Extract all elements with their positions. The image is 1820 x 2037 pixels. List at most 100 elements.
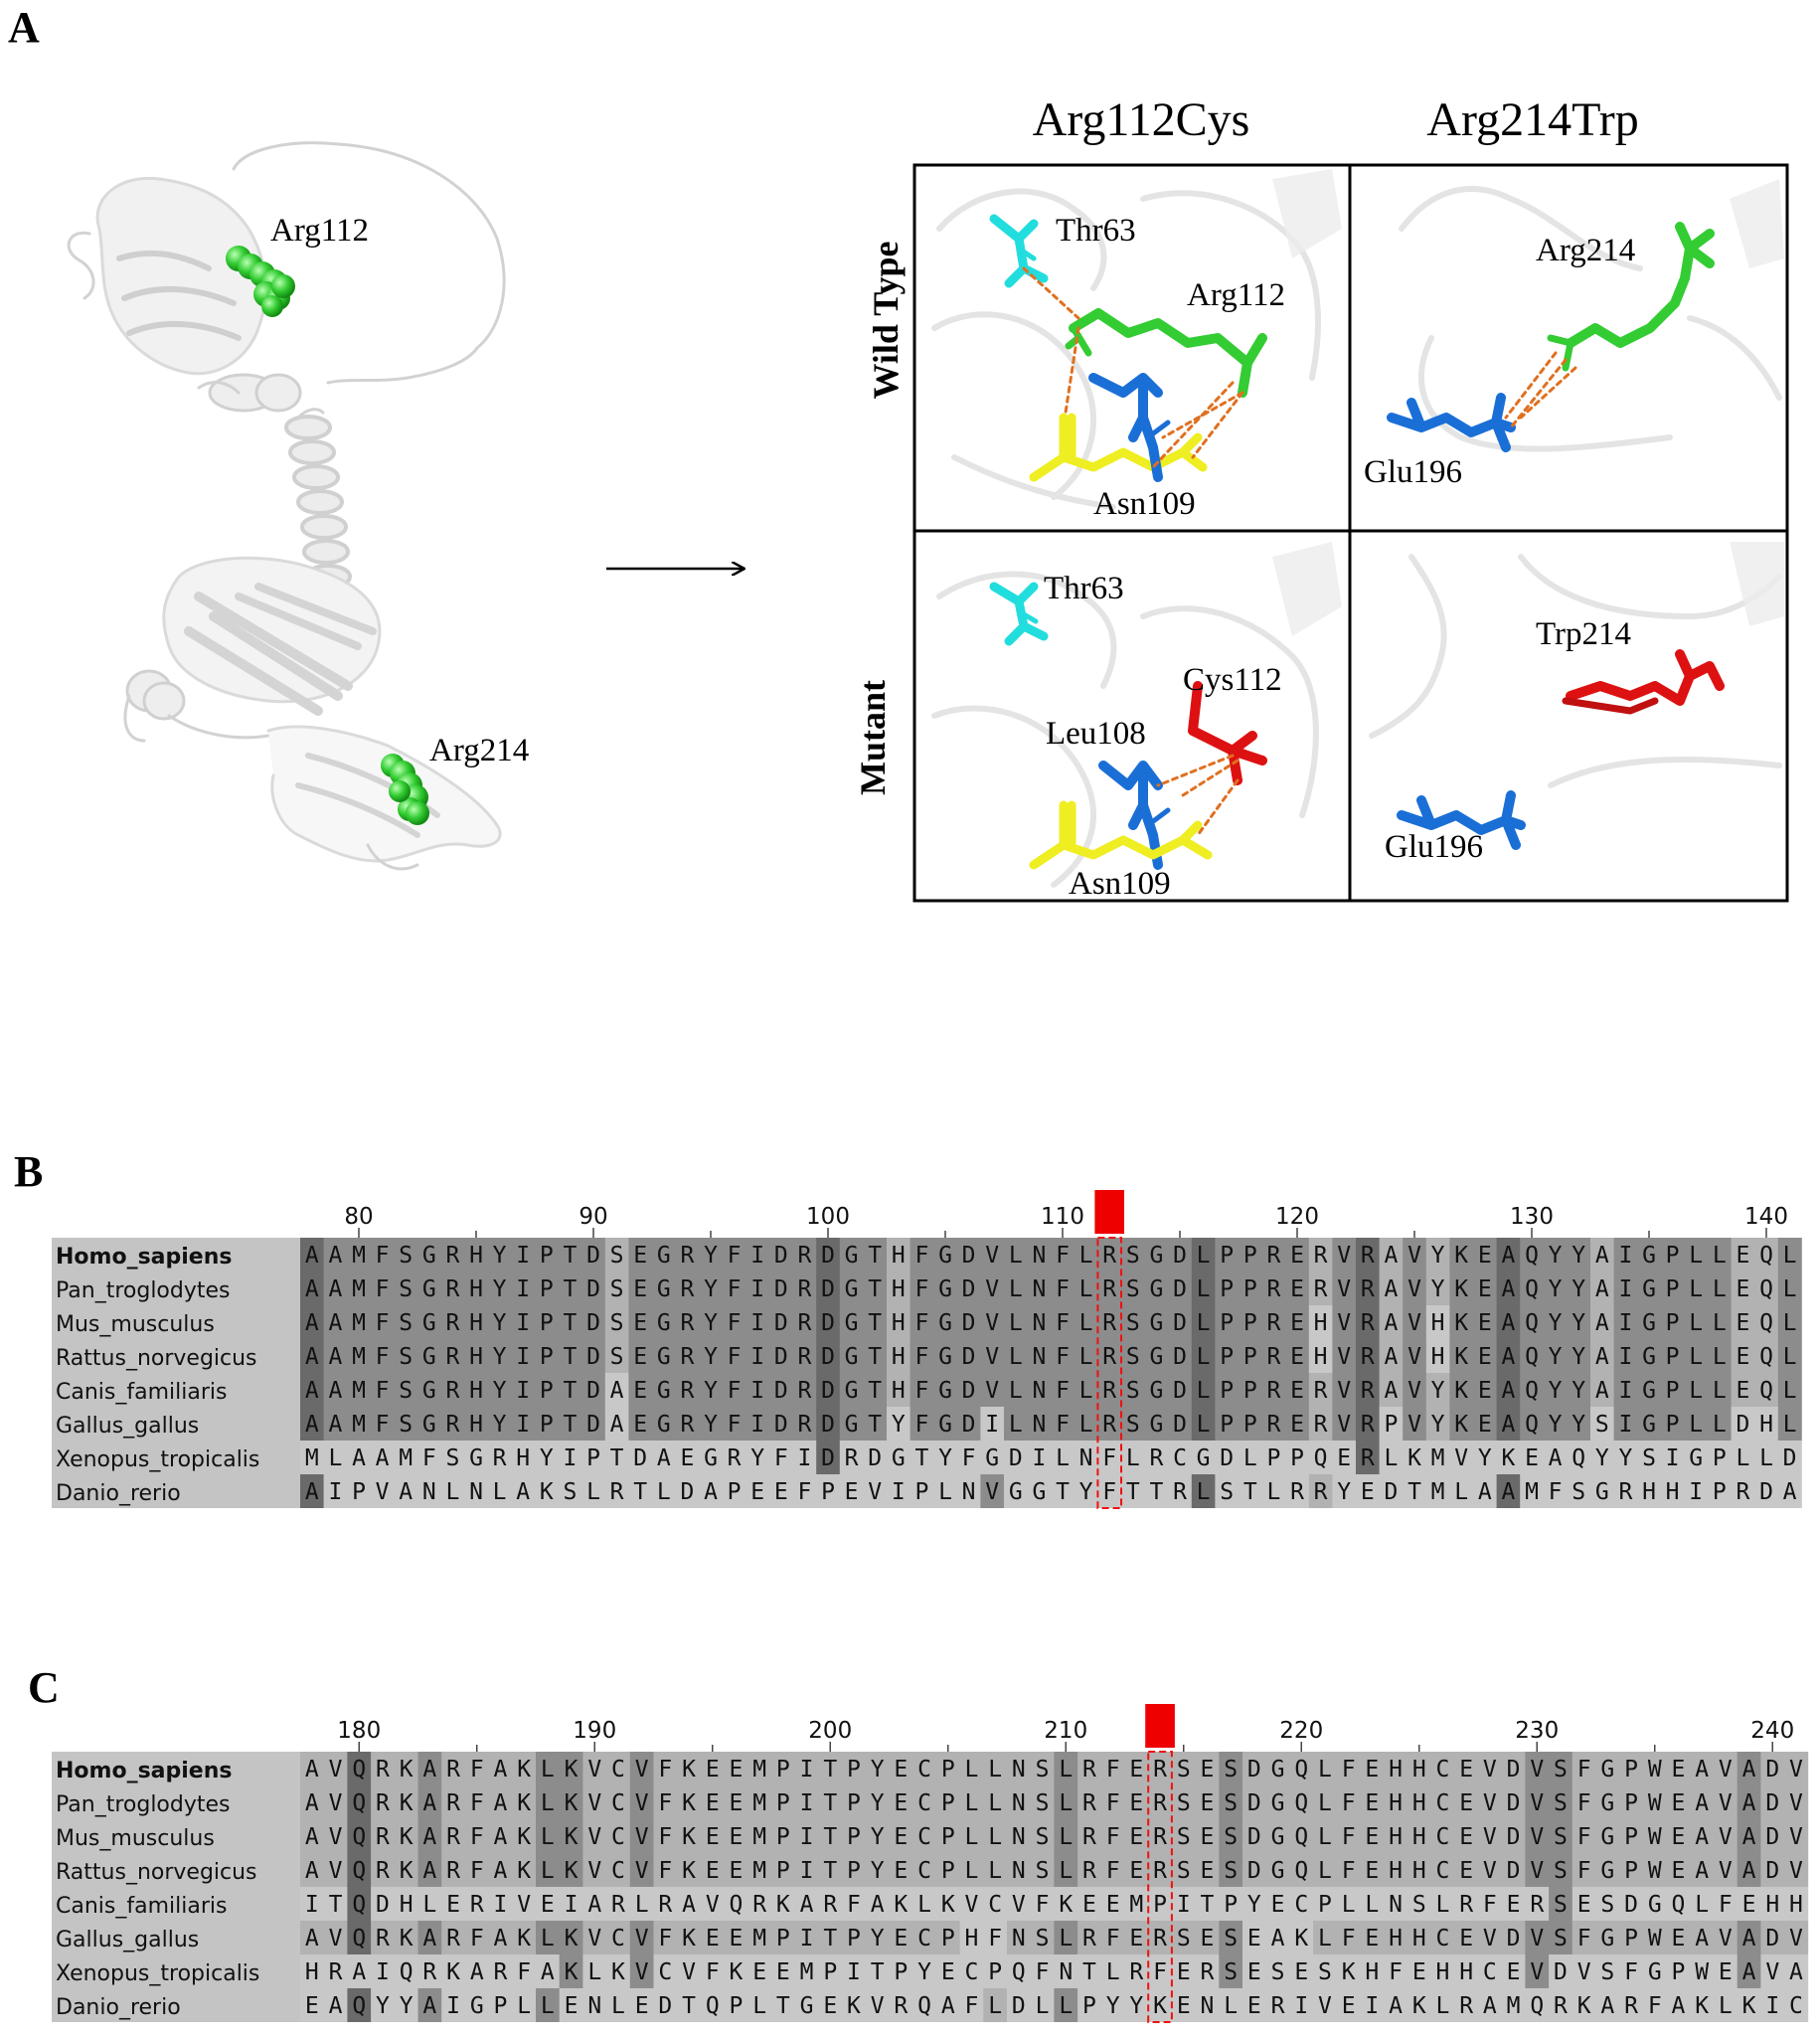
- residue-letter: R: [1266, 1412, 1280, 1438]
- residue-cell: [1501, 1752, 1526, 1785]
- residue-letter: S: [1126, 1378, 1140, 1404]
- residue-letter: S: [1600, 1959, 1614, 1985]
- residue-letter: A: [352, 1445, 366, 1471]
- residue-letter: S: [1126, 1276, 1140, 1302]
- residue-cell: [558, 1339, 582, 1373]
- residue-letter: P: [941, 1926, 955, 1952]
- residue-cell: [1027, 1305, 1052, 1339]
- residue-letter: P: [1266, 1445, 1280, 1471]
- residue-letter: V: [1530, 1790, 1544, 1816]
- residue-cell: [792, 1339, 817, 1373]
- residue-cell: [440, 1373, 465, 1407]
- residue-cell: [1356, 1339, 1380, 1373]
- residue-cell: [887, 1407, 910, 1441]
- residue-letter: M: [352, 1276, 366, 1302]
- residue-letter: T: [563, 1344, 577, 1370]
- residue-letter: D: [1173, 1378, 1187, 1404]
- residue-cell: [300, 1785, 325, 1819]
- residue-cell: [1144, 1305, 1169, 1339]
- residue-cell: [1144, 1238, 1169, 1272]
- residue-cell: [1074, 1373, 1098, 1407]
- residue-letter: E: [1294, 1959, 1308, 1985]
- residue-cell: [1336, 1785, 1361, 1819]
- residue-letter: F: [1106, 1858, 1120, 1884]
- residue-cell: [1501, 1853, 1526, 1887]
- residue-letter: L: [1689, 1412, 1703, 1438]
- residue-cell: [1007, 1988, 1032, 2022]
- residue-cell: [1097, 1474, 1122, 1508]
- residue-cell: [1403, 1339, 1427, 1373]
- residue-cell: [1708, 1272, 1732, 1305]
- residue-letter: G: [1149, 1310, 1163, 1336]
- residue-letter: V: [1530, 1959, 1544, 1985]
- residue-cell: [1406, 1785, 1431, 1819]
- residue-letter: G: [470, 1993, 484, 2019]
- residue-letter: I: [1618, 1412, 1632, 1438]
- residue-letter: S: [1126, 1310, 1140, 1336]
- residue-letter: H: [1431, 1344, 1445, 1370]
- residue-letter: P: [894, 1959, 908, 1985]
- residue-cell: [1430, 1988, 1455, 2022]
- residue-letter: E: [706, 1858, 720, 1884]
- residue-cell: [1520, 1238, 1545, 1272]
- residue-letter: S: [1177, 1858, 1191, 1884]
- residue-letter: R: [1149, 1445, 1163, 1471]
- residue-cell: [300, 1921, 325, 1954]
- residue-letter: V: [965, 1892, 979, 1918]
- residue-cell: [1478, 1819, 1503, 1853]
- residue-letter: A: [1783, 1479, 1797, 1505]
- residue-letter: N: [1012, 1824, 1026, 1850]
- residue-cell: [745, 1339, 770, 1373]
- residue-letter: P: [776, 1790, 790, 1816]
- residue-cell: [1754, 1305, 1779, 1339]
- residue-cell: [394, 1373, 418, 1407]
- residue-letter: I: [750, 1243, 764, 1269]
- residue-cell: [488, 1853, 513, 1887]
- residue-letter: P: [540, 1412, 554, 1438]
- residue-letter: D: [821, 1243, 835, 1269]
- residue-cell: [912, 1954, 937, 1988]
- residue-letter: C: [965, 1959, 979, 1985]
- residue-letter: V: [1012, 1892, 1026, 1918]
- residue-cell: [1637, 1272, 1662, 1305]
- residue-cell: [959, 1819, 984, 1853]
- residue-cell: [910, 1407, 934, 1441]
- residue-letter: V: [587, 1757, 601, 1782]
- residue-letter: L: [965, 1824, 979, 1850]
- residue-cell: [629, 1921, 654, 1954]
- residue-cell: [394, 1238, 418, 1272]
- residue-cell: [1030, 1853, 1055, 1887]
- residue-cell: [300, 1441, 324, 1474]
- residue-letter: L: [1009, 1243, 1023, 1269]
- residue-cell: [1637, 1407, 1662, 1441]
- residue-cell: [1191, 1238, 1216, 1272]
- residue-cell: [1308, 1373, 1333, 1407]
- residue-letter: A: [1384, 1243, 1398, 1269]
- residue-cell: [582, 1921, 607, 1954]
- residue-letter: R: [680, 1310, 694, 1336]
- residue-letter: E: [1361, 1479, 1375, 1505]
- residue-letter: V: [587, 1926, 601, 1952]
- residue-letter: H: [1765, 1892, 1779, 1918]
- residue-cell: [769, 1305, 793, 1339]
- residue-cell: [1242, 1921, 1267, 1954]
- residue-letter: F: [376, 1412, 390, 1438]
- residue-cell: [956, 1373, 981, 1407]
- residue-letter: Y: [540, 1445, 554, 1471]
- residue-cell: [1637, 1339, 1662, 1373]
- residue-cell: [1613, 1272, 1638, 1305]
- residue-cell: [1242, 1819, 1267, 1853]
- residue-letter: S: [1126, 1412, 1140, 1438]
- residue-cell: [1613, 1373, 1638, 1407]
- residue-letter: F: [1648, 1993, 1662, 2019]
- residue-letter: L: [1783, 1310, 1797, 1336]
- residue-cell: [747, 1921, 772, 1954]
- residue-letter: C: [1436, 1824, 1450, 1850]
- residue-letter: A: [470, 1959, 484, 1985]
- residue-cell: [464, 1785, 489, 1819]
- residue-letter: C: [1483, 1959, 1497, 1985]
- residue-cell: [371, 1921, 396, 1954]
- residue-cell: [370, 1305, 395, 1339]
- residue-letter: G: [845, 1344, 859, 1370]
- residue-cell: [842, 1853, 867, 1887]
